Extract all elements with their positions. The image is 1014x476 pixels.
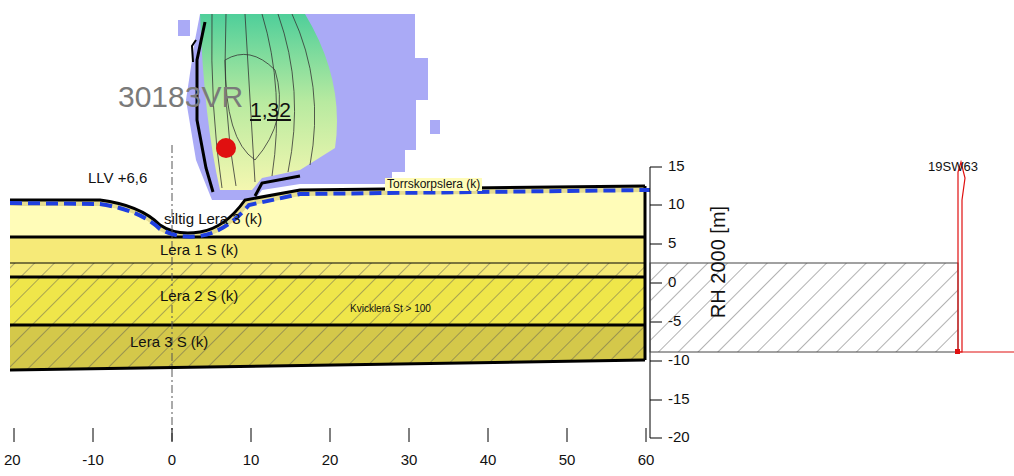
axis-value: 5 xyxy=(668,235,676,252)
layer-name: Torrskorpslera (k) xyxy=(385,178,482,191)
axis-value: -5 xyxy=(668,313,681,330)
axis-value: 20 xyxy=(4,452,21,469)
layer-name: Lera 3 S (k) xyxy=(130,334,208,351)
layer-label: Lera 3 S (k) xyxy=(120,330,320,356)
axis-value: 30 xyxy=(401,452,418,469)
axis-value: 15 xyxy=(668,158,685,175)
axis-title: RH 2000 [m] xyxy=(707,206,729,318)
layer-name: siltig Lera 3 (k) xyxy=(164,211,262,228)
axis-value: 0 xyxy=(168,452,176,469)
axis-value: 40 xyxy=(480,452,497,469)
borehole-id: 19SW63 xyxy=(928,160,978,174)
calc-id: 30183VR xyxy=(118,80,243,113)
layer-name: Lera 1 S (k) xyxy=(160,242,238,259)
safety-factor: 1,32 xyxy=(250,98,291,121)
water-level: LLV +6,6 xyxy=(88,170,147,187)
axis-value: -15 xyxy=(668,391,690,408)
axis-value: -10 xyxy=(668,352,690,369)
axis-value: 10 xyxy=(243,452,260,469)
axis-value: 0 xyxy=(668,274,676,291)
layer-label: siltig Lera 3 (k) xyxy=(150,207,350,235)
layer-name: Lera 2 S (k) xyxy=(160,288,238,305)
layer-label: Lera 2 S (k) Kvicklera St > 100 xyxy=(150,280,645,322)
axis-value: -20 xyxy=(668,429,690,446)
groundwater-line xyxy=(10,190,650,237)
distance-axis xyxy=(14,428,646,442)
axis-value: 10 xyxy=(668,196,685,213)
layer-label: Torrskorpslera (k) xyxy=(300,176,645,198)
layer-label: Lera 1 S (k) xyxy=(150,240,350,262)
axis-value: -10 xyxy=(82,452,104,469)
cpt-profile xyxy=(958,162,965,352)
axis-value: 50 xyxy=(559,452,576,469)
axis-value: 60 xyxy=(638,452,655,469)
critical-centre xyxy=(216,138,236,158)
layer-note: Kvicklera St > 100 xyxy=(350,303,431,314)
axis-value: 20 xyxy=(322,452,339,469)
